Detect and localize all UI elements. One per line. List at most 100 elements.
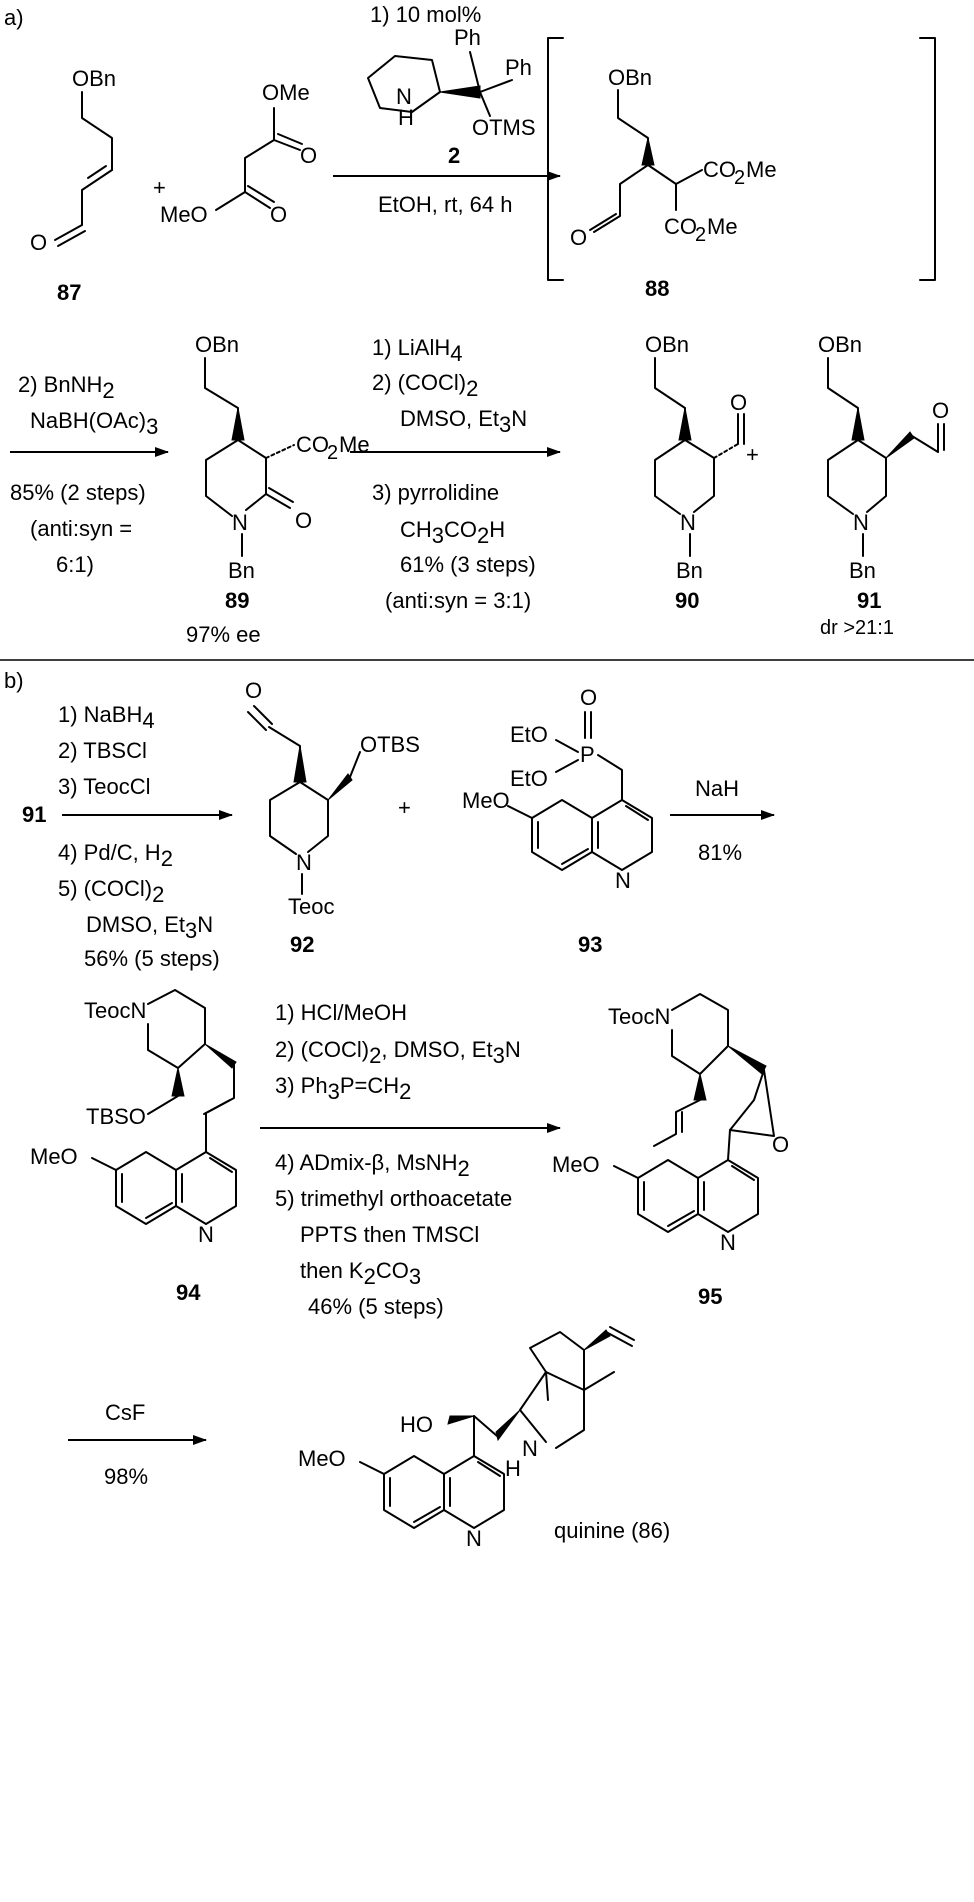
step5-reagent: NaH — [695, 776, 739, 801]
svg-text:O: O — [245, 678, 262, 703]
step1-conditions: EtOH, rt, 64 h — [378, 192, 513, 217]
part-b-label: b) — [4, 668, 24, 693]
step3-r2: 2) (COCl)2 — [372, 370, 478, 401]
svg-text:O: O — [932, 398, 949, 423]
svg-text:OBn: OBn — [818, 332, 862, 357]
svg-text:N: N — [396, 84, 412, 109]
svg-text:Me: Me — [339, 432, 370, 457]
svg-text:N: N — [198, 1222, 214, 1247]
step6-r4: 4) ADmix-β, MsNH2 — [275, 1150, 470, 1181]
step2-ratio-value: 6:1) — [56, 552, 94, 577]
compound-89-number: 89 — [225, 588, 249, 613]
svg-text:OBn: OBn — [645, 332, 689, 357]
svg-text:MeO: MeO — [462, 788, 510, 813]
step6-r2: 2) (COCl)2, DMSO, Et3N — [275, 1037, 521, 1068]
svg-text:OTBS: OTBS — [360, 732, 420, 757]
plus-sign-3: + — [398, 795, 411, 820]
svg-text:TBSO: TBSO — [86, 1104, 146, 1129]
step4-r1: 1) NaBH4 — [58, 702, 155, 733]
compound-90-number: 90 — [675, 588, 699, 613]
bracket-right — [919, 37, 936, 281]
svg-text:H: H — [505, 1456, 521, 1481]
compound-90-structure: OBn N O Bn — [645, 332, 747, 583]
catalyst-number: 2 — [448, 143, 460, 168]
step6-yield: 46% (5 steps) — [308, 1294, 444, 1319]
compound-87-structure: OBn O — [30, 66, 116, 255]
step4-r5b: DMSO, Et3N — [86, 912, 213, 943]
svg-text:N: N — [720, 1230, 736, 1255]
svg-text:N: N — [615, 868, 631, 893]
step3-r1: 1) LiAlH4 — [372, 335, 463, 366]
quinine-structure: N H HO MeO N — [298, 1326, 635, 1551]
step6-r1: 1) HCl/MeOH — [275, 1000, 407, 1025]
step6-r5c: then K2CO3 — [300, 1258, 421, 1289]
step4-r4: 4) Pd/C, H2 — [58, 840, 173, 871]
compound-91-structure: OBn N O Bn — [818, 332, 949, 583]
step1-line1: 1) 10 mol% — [370, 2, 481, 27]
step4-start-91: 91 — [22, 802, 46, 827]
step4-r2: 2) TBSCl — [58, 738, 147, 763]
svg-text:Me: Me — [707, 214, 738, 239]
svg-text:N: N — [680, 510, 696, 535]
compound-88-number: 88 — [645, 276, 669, 301]
compound-88-structure: OBn O CO 2 Me CO 2 Me — [570, 65, 777, 250]
compound-95-structure: TeocN O MeO N — [552, 993, 789, 1255]
svg-text:Teoc: Teoc — [288, 894, 334, 919]
svg-text:N: N — [232, 510, 248, 535]
part-a-label: a) — [4, 5, 24, 30]
svg-text:MeO: MeO — [160, 202, 208, 227]
svg-text:N: N — [522, 1436, 538, 1461]
step4-r3: 3) TeocCl — [58, 774, 151, 799]
step5-yield: 81% — [698, 840, 742, 865]
compound-91-number: 91 — [857, 588, 881, 613]
svg-text:MeO: MeO — [30, 1144, 78, 1169]
catalyst-2-structure: N H Ph Ph OTMS — [367, 25, 536, 140]
svg-text:TeocN: TeocN — [608, 1004, 670, 1029]
step4-yield: 56% (5 steps) — [84, 946, 220, 971]
step2-ratio: (anti:syn = — [30, 516, 132, 541]
quinine-label: quinine (86) — [554, 1518, 670, 1543]
svg-text:N: N — [853, 510, 869, 535]
compound-91-dr: dr >21:1 — [820, 617, 894, 639]
step6-r5b: PPTS then TMSCl — [300, 1222, 479, 1247]
compound-89-ee: 97% ee — [186, 622, 261, 647]
compound-92-number: 92 — [290, 932, 314, 957]
svg-text:MeO: MeO — [298, 1446, 346, 1471]
plus-sign-2: + — [746, 442, 759, 467]
step7-yield: 98% — [104, 1464, 148, 1489]
step6-r3: 3) Ph3P=CH2 — [275, 1073, 411, 1104]
svg-text:OBn: OBn — [608, 65, 652, 90]
step4-r5: 5) (COCl)2 — [58, 876, 164, 907]
svg-text:N: N — [296, 850, 312, 875]
svg-text:Bn: Bn — [228, 558, 255, 583]
step3-r3b: CH3CO2H — [400, 517, 505, 548]
plus-sign: + — [153, 175, 166, 200]
compound-92-structure: O N OTBS Teoc — [245, 678, 420, 919]
svg-text:P: P — [580, 742, 595, 767]
svg-text:CO: CO — [664, 214, 697, 239]
step3-ratio: (anti:syn = 3:1) — [385, 588, 531, 613]
step2-yield: 85% (2 steps) — [10, 480, 146, 505]
bracket-left — [547, 37, 564, 281]
compound-93-number: 93 — [578, 932, 602, 957]
compound-93-structure: O P EtO EtO MeO N — [462, 685, 653, 893]
svg-text:O: O — [772, 1132, 789, 1157]
step3-r3: 3) pyrrolidine — [372, 480, 499, 505]
svg-text:OBn: OBn — [195, 332, 239, 357]
step7-reagent: CsF — [105, 1400, 145, 1425]
dimethyl-malonate-structure: OMe O MeO O — [160, 80, 317, 227]
svg-text:CO: CO — [296, 432, 329, 457]
step2-reagent-b: NaBH(OAc)3 — [30, 408, 158, 439]
compound-95-number: 95 — [698, 1284, 722, 1309]
svg-text:H: H — [398, 105, 414, 130]
svg-text:O: O — [570, 225, 587, 250]
svg-text:HO: HO — [400, 1412, 433, 1437]
step2-reagent-a: 2) BnNH2 — [18, 372, 115, 403]
svg-text:Me: Me — [746, 157, 777, 182]
step3-yield: 61% (3 steps) — [400, 552, 536, 577]
svg-text:Bn: Bn — [676, 558, 703, 583]
svg-text:O: O — [295, 508, 312, 533]
svg-text:Bn: Bn — [849, 558, 876, 583]
svg-text:O: O — [580, 685, 597, 710]
svg-text:Ph: Ph — [505, 55, 532, 80]
